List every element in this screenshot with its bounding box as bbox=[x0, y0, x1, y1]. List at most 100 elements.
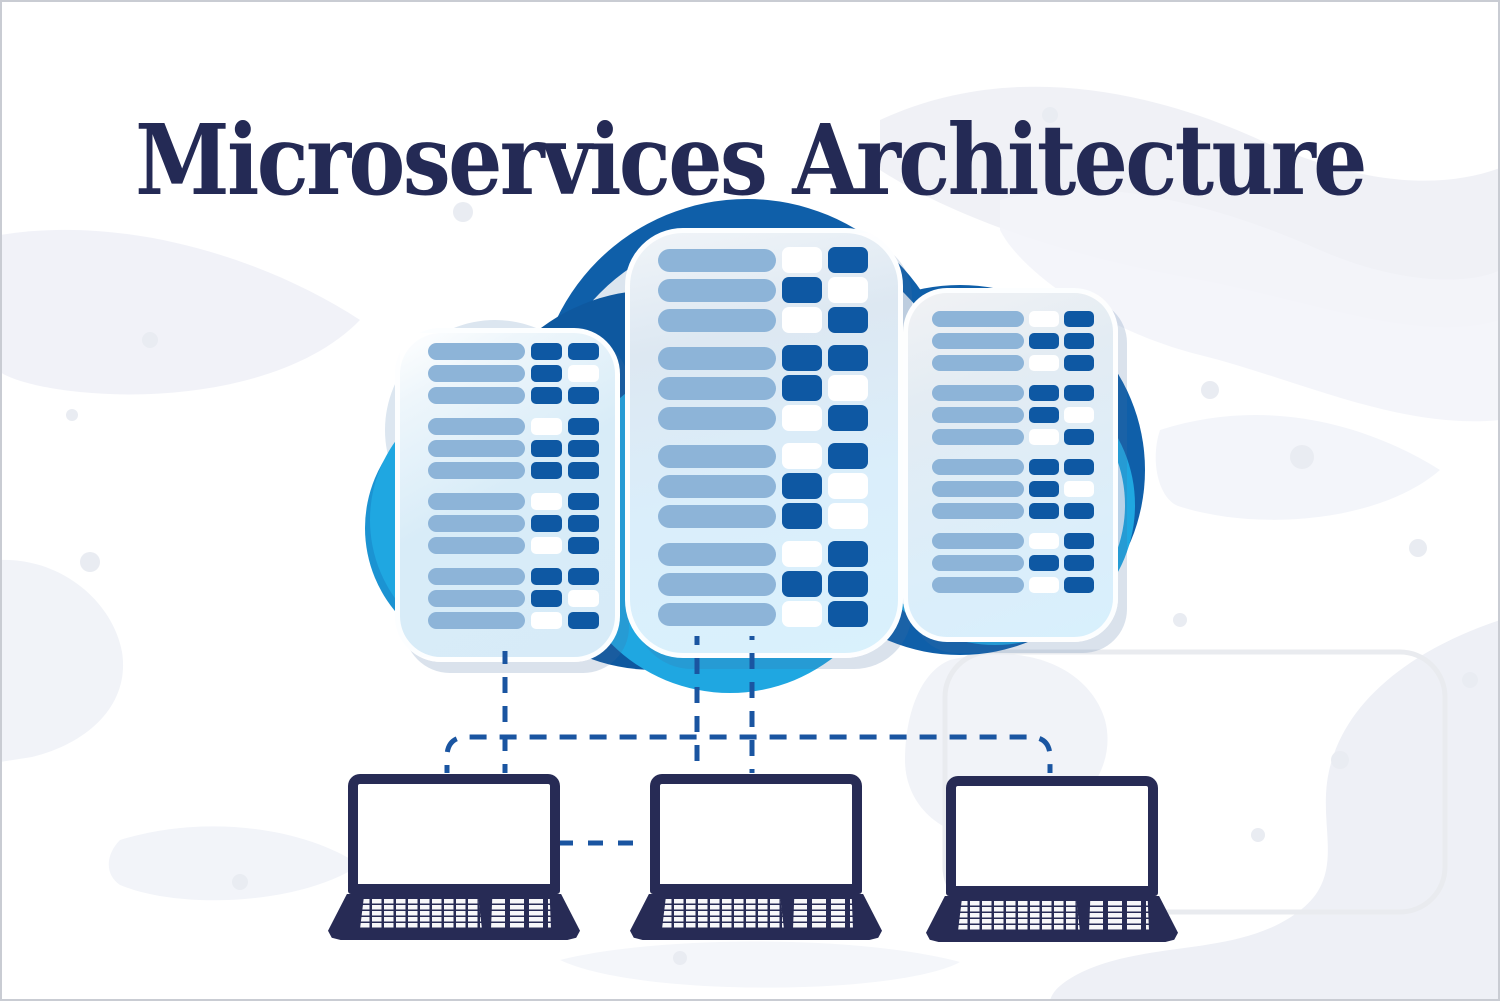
server-bar bbox=[932, 333, 1024, 349]
indicator-cell bbox=[782, 473, 822, 499]
rack-row bbox=[428, 590, 615, 607]
indicator-cell bbox=[828, 307, 868, 333]
server-bar bbox=[658, 248, 776, 272]
indicator-cell bbox=[782, 247, 822, 273]
indicator-cell bbox=[531, 568, 562, 585]
indicator-cell bbox=[1029, 429, 1059, 445]
indicator-cell bbox=[828, 601, 868, 627]
server-bar bbox=[658, 308, 776, 332]
rack-row bbox=[932, 503, 1113, 519]
indicator-cell bbox=[782, 277, 822, 303]
rack-row bbox=[428, 365, 615, 382]
rack-row bbox=[932, 555, 1113, 571]
server-bar bbox=[428, 343, 525, 360]
indicator-cell bbox=[568, 537, 599, 554]
server-bar bbox=[428, 387, 525, 404]
laptop-2 bbox=[630, 766, 882, 944]
indicator-cell bbox=[1064, 407, 1094, 423]
server-bar bbox=[428, 365, 525, 382]
server-bar bbox=[658, 406, 776, 430]
laptop-base bbox=[926, 896, 1178, 942]
server-rack-rows bbox=[400, 333, 615, 629]
server-bar bbox=[658, 504, 776, 528]
server-bar bbox=[658, 444, 776, 468]
rack-row bbox=[658, 375, 898, 401]
indicator-cell bbox=[568, 515, 599, 532]
server-rack-right bbox=[903, 288, 1118, 642]
indicator-cell bbox=[1064, 577, 1094, 593]
keyboard-side-keys bbox=[1089, 901, 1149, 931]
server-bar bbox=[428, 440, 525, 457]
laptop-base bbox=[630, 894, 882, 940]
rack-row bbox=[658, 473, 898, 499]
rack-row bbox=[658, 601, 898, 627]
rack-row bbox=[428, 462, 615, 479]
server-bar bbox=[932, 481, 1024, 497]
server-bar bbox=[658, 474, 776, 498]
indicator-cell bbox=[531, 537, 562, 554]
indicator-cell bbox=[1064, 555, 1094, 571]
indicator-cell bbox=[782, 405, 822, 431]
indicator-cell bbox=[1064, 459, 1094, 475]
indicator-cell bbox=[1064, 385, 1094, 401]
rack-row bbox=[428, 568, 615, 585]
laptop-1 bbox=[328, 766, 580, 944]
indicator-cell bbox=[828, 443, 868, 469]
indicator-cell bbox=[1029, 333, 1059, 349]
server-bar bbox=[658, 376, 776, 400]
rack-row bbox=[658, 277, 898, 303]
background-swirls bbox=[0, 86, 1500, 1001]
indicator-cell bbox=[828, 345, 868, 371]
indicator-cell bbox=[531, 515, 562, 532]
indicator-cell bbox=[568, 343, 599, 360]
indicator-cell bbox=[568, 590, 599, 607]
rack-row bbox=[428, 612, 615, 629]
indicator-cell bbox=[568, 612, 599, 629]
indicator-cell bbox=[828, 277, 868, 303]
rack-row bbox=[658, 503, 898, 529]
rack-row bbox=[932, 577, 1113, 593]
rack-row bbox=[932, 533, 1113, 549]
keyboard-main-keys bbox=[360, 899, 482, 929]
server-rack-rows bbox=[908, 293, 1113, 593]
indicator-cell bbox=[782, 571, 822, 597]
indicator-cell bbox=[828, 247, 868, 273]
indicator-cell bbox=[1064, 333, 1094, 349]
server-bar bbox=[428, 568, 525, 585]
server-bar bbox=[932, 555, 1024, 571]
dashed-bus-line bbox=[444, 734, 1053, 773]
indicator-cell bbox=[782, 375, 822, 401]
background-swirl bbox=[560, 941, 960, 988]
rack-row bbox=[428, 387, 615, 404]
rack-row bbox=[658, 405, 898, 431]
indicator-cell bbox=[531, 387, 562, 404]
server-bar bbox=[932, 459, 1024, 475]
rack-row bbox=[428, 493, 615, 510]
server-rack-left bbox=[395, 328, 620, 662]
rack-row bbox=[932, 333, 1113, 349]
indicator-cell bbox=[782, 503, 822, 529]
keyboard-main-keys bbox=[958, 901, 1080, 931]
laptop-base bbox=[328, 894, 580, 940]
indicator-cell bbox=[782, 601, 822, 627]
server-rack-rows bbox=[630, 233, 898, 627]
rack-row bbox=[658, 247, 898, 273]
rack-row bbox=[658, 571, 898, 597]
server-bar bbox=[428, 612, 525, 629]
indicator-cell bbox=[1064, 481, 1094, 497]
keyboard-side-keys bbox=[491, 899, 551, 929]
indicator-cell bbox=[1064, 533, 1094, 549]
indicator-cell bbox=[1029, 503, 1059, 519]
rack-row bbox=[428, 440, 615, 457]
rack-row bbox=[932, 311, 1113, 327]
indicator-cell bbox=[1029, 533, 1059, 549]
indicator-cell bbox=[531, 440, 562, 457]
indicator-cell bbox=[531, 462, 562, 479]
server-bar bbox=[658, 278, 776, 302]
server-bar bbox=[932, 533, 1024, 549]
indicator-cell bbox=[1029, 459, 1059, 475]
rack-row bbox=[932, 459, 1113, 475]
indicator-cell bbox=[568, 493, 599, 510]
background-swirl bbox=[0, 229, 360, 395]
